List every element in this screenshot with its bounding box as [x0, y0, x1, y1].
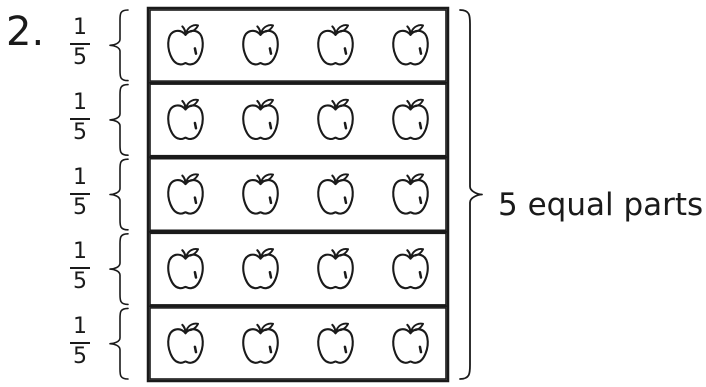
apple-icon: [243, 324, 277, 363]
row-box: [150, 233, 446, 305]
apple-icon: [168, 25, 202, 64]
row-box: [150, 10, 446, 81]
row-box: [150, 308, 446, 379]
left-brace: [110, 85, 128, 156]
apple-icon: [243, 25, 277, 64]
apple-icon: [393, 25, 427, 64]
fraction-numerator: 1: [62, 92, 98, 114]
apple-icon: [168, 100, 202, 139]
fraction-denominator: 5: [62, 47, 98, 69]
apple-icon: [243, 249, 277, 288]
apple-icon: [393, 324, 427, 363]
left-brace: [110, 234, 128, 305]
apple-icon: [393, 249, 427, 288]
right-brace: [460, 10, 482, 379]
fraction-numerator: 1: [62, 17, 98, 39]
left-brace: [110, 10, 128, 81]
equal-parts-label: 5 equal parts: [498, 190, 703, 221]
apple-icon: [168, 324, 202, 363]
apple-icon: [318, 100, 352, 139]
apple-icon: [318, 25, 352, 64]
left-brace: [110, 308, 128, 379]
fraction-numerator: 1: [62, 167, 98, 189]
apple-icon: [168, 174, 202, 213]
row-box: [150, 159, 446, 231]
fraction-denominator: 5: [62, 346, 98, 368]
fraction-denominator: 5: [62, 271, 98, 293]
apple-icon: [168, 249, 202, 288]
apple-icon: [393, 100, 427, 139]
fraction-denominator: 5: [62, 122, 98, 144]
apple-icon: [318, 249, 352, 288]
apple-icon: [243, 100, 277, 139]
left-brace: [110, 159, 128, 230]
row-box: [150, 84, 446, 156]
fraction-denominator: 5: [62, 197, 98, 219]
apple-icon: [318, 174, 352, 213]
apple-icon: [393, 174, 427, 213]
apple-icon: [318, 324, 352, 363]
fraction-numerator: 1: [62, 241, 98, 263]
apple-icon: [243, 174, 277, 213]
fraction-numerator: 1: [62, 316, 98, 338]
